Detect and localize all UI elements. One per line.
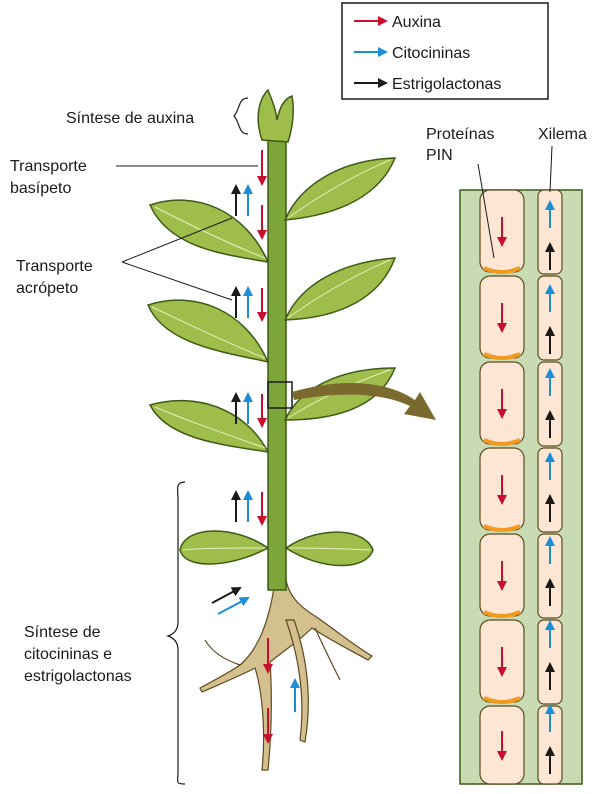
- label-auxin-synthesis: Síntese de auxina: [66, 110, 194, 127]
- leaf-left-3: [150, 401, 268, 452]
- label-xylem: Xilema: [538, 126, 587, 143]
- leader-xylem: [550, 146, 552, 192]
- label-pin-1: Proteínas: [426, 126, 494, 143]
- label-acropetal-1: Transporte: [16, 258, 93, 275]
- label-root-synthesis-3: estrigolactonas: [24, 668, 132, 685]
- legend-strigolactone-label: Estrigolactonas: [392, 76, 501, 93]
- label-basipetal-2: basípeto: [10, 180, 71, 197]
- apical-bud: [258, 90, 293, 142]
- label-root-synthesis-2: citocininas e: [24, 646, 112, 663]
- brace-auxin-synthesis: [234, 98, 248, 134]
- leaf-right-1: [285, 158, 395, 220]
- label-root-synthesis-1: Síntese de: [24, 624, 101, 641]
- strigolactone-arrow: [212, 588, 240, 603]
- leaf-left-2: [148, 300, 268, 362]
- stem-detail: Proteínas PIN Xilema: [426, 126, 587, 784]
- leader-acropetal-2: [122, 262, 232, 300]
- leaf-left-1: [150, 200, 268, 262]
- stem: [268, 140, 286, 590]
- cytokinin-arrow: [218, 598, 248, 614]
- label-acropetal-2: acrópeto: [16, 280, 78, 297]
- legend: Auxina Citocininas Estrigolactonas: [342, 3, 548, 99]
- root-hair-2: [205, 640, 240, 665]
- legend-cytokinin-label: Citocininas: [392, 45, 470, 62]
- cell-column: [480, 190, 524, 784]
- roots: [200, 580, 372, 770]
- plant: [148, 90, 436, 770]
- leaf-right-2: [285, 258, 395, 320]
- brace-root-synthesis: [168, 482, 185, 784]
- legend-auxin-label: Auxina: [392, 14, 441, 31]
- root-main: [200, 580, 372, 770]
- xylem-column: [538, 190, 562, 784]
- label-pin-2: PIN: [426, 147, 453, 164]
- label-basipetal-1: Transporte: [10, 158, 87, 175]
